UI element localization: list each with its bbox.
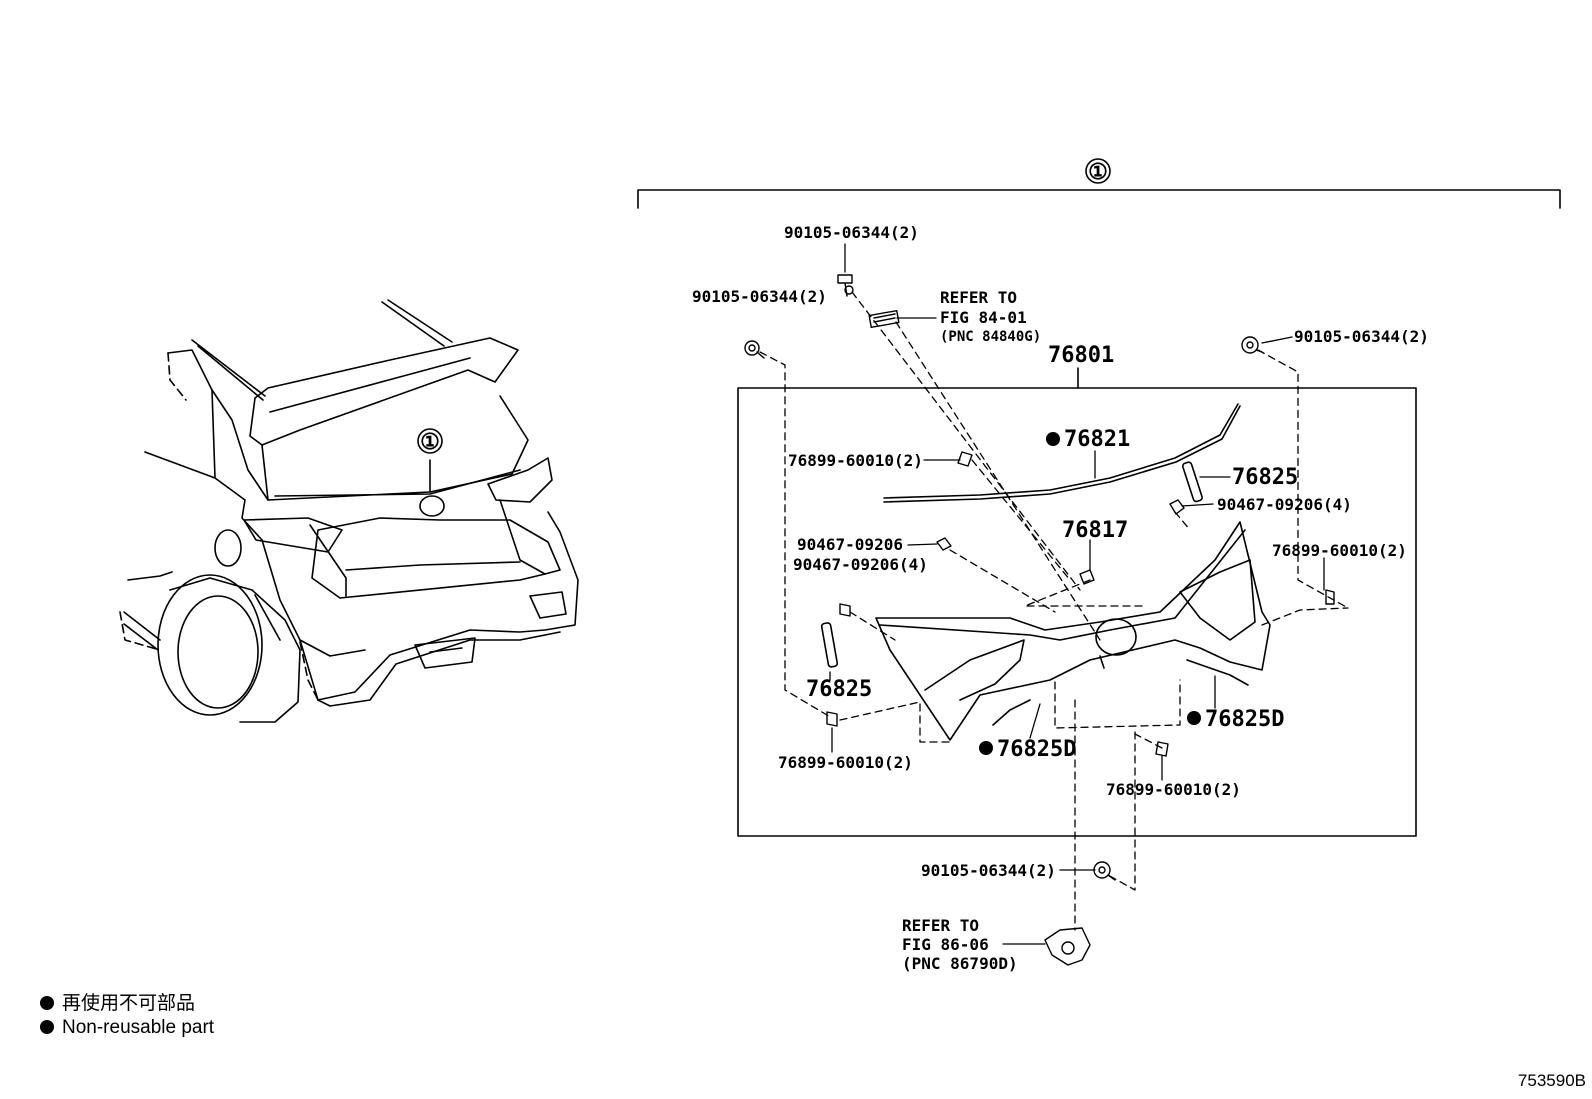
camera-icon bbox=[1044, 927, 1091, 966]
leader-lines bbox=[829, 243, 1325, 945]
clip-icon bbox=[1155, 741, 1169, 757]
label-part-76825-upper: 76825 bbox=[1232, 465, 1298, 490]
clip-icon bbox=[826, 711, 838, 727]
car-callout: ① bbox=[420, 430, 440, 455]
legend-ja-text: 再使用不可部品 bbox=[62, 993, 196, 1014]
clip-icon bbox=[1325, 589, 1335, 605]
non-reusable-markers bbox=[979, 432, 1201, 755]
non-reusable-dot bbox=[1187, 711, 1201, 725]
nut-icon bbox=[936, 537, 952, 551]
label-refer-top-1: REFER TO bbox=[940, 288, 1017, 307]
legend-en: Non-reusable part bbox=[40, 1016, 214, 1040]
figure-id: 753590B bbox=[1517, 1071, 1586, 1090]
label-refer-top-2: FIG 84-01 bbox=[940, 308, 1027, 327]
label-screw-left: 90105-06344(2) bbox=[692, 287, 827, 306]
label-clip-upper-left: 76899-60010(2) bbox=[788, 451, 923, 470]
label-clip-lower-left: 76899-60010(2) bbox=[778, 753, 913, 772]
bullet-icon bbox=[40, 996, 54, 1010]
label-clip-lower-right: 76899-60010(2) bbox=[1106, 780, 1241, 799]
label-refer-bottom-3: (PNC 86790D) bbox=[902, 954, 1018, 973]
seal-76825d-left bbox=[992, 699, 1031, 726]
screw-icon bbox=[837, 274, 854, 297]
label-nut-left-1: 90467-09206 bbox=[797, 535, 903, 554]
non-reusable-dot bbox=[979, 741, 993, 755]
bullet-icon bbox=[40, 1020, 54, 1034]
assembly-number: 76801 bbox=[1048, 343, 1114, 368]
weatherstrip-76821 bbox=[883, 403, 1239, 499]
label-screw-top: 90105-06344(2) bbox=[784, 223, 919, 242]
assembly-callout-circle bbox=[1085, 158, 1111, 184]
label-nut-left-2: 90467-09206(4) bbox=[793, 555, 928, 574]
label-screw-right: 90105-06344(2) bbox=[1294, 327, 1429, 346]
car-callout-circle bbox=[417, 428, 443, 454]
label-part-76821: 76821 bbox=[1064, 427, 1130, 452]
label-part-76825d-right: 76825D bbox=[1205, 707, 1284, 732]
legend-ja: 再使用不可部品 bbox=[40, 992, 195, 1016]
assembly-callout: ① bbox=[1088, 160, 1108, 185]
garnish-panel bbox=[875, 521, 1271, 741]
label-refer-bottom-1: REFER TO bbox=[902, 916, 979, 935]
legend-en-text: Non-reusable part bbox=[62, 1017, 215, 1038]
clip-icon bbox=[839, 603, 851, 617]
label-part-76825d-left: 76825D bbox=[997, 737, 1076, 762]
label-part-76817: 76817 bbox=[1062, 518, 1128, 543]
label-clip-right: 76899-60010(2) bbox=[1272, 541, 1407, 560]
tape-76825-lower bbox=[820, 622, 839, 668]
label-refer-bottom-2: FIG 86-06 bbox=[902, 935, 989, 954]
dashed-guides bbox=[759, 291, 1349, 931]
label-screw-bottom: 90105-06344(2) bbox=[921, 861, 1056, 880]
clip-icon bbox=[957, 451, 973, 467]
label-nut-4: 90467-09206(4) bbox=[1217, 495, 1352, 514]
tape-76825-upper bbox=[1181, 461, 1203, 503]
labels: ① ① 76801 90105-06344(2) 90105-06344(2) … bbox=[420, 160, 1429, 973]
grommet-icon bbox=[1079, 569, 1095, 585]
assembly-bracket bbox=[637, 189, 1561, 209]
seal-76825d-right bbox=[1186, 659, 1249, 686]
vehicle-rear-view bbox=[119, 299, 579, 723]
nut-icon bbox=[1169, 499, 1185, 515]
label-part-76825-lower: 76825 bbox=[806, 677, 872, 702]
label-refer-top-3: (PNC 84840G) bbox=[940, 329, 1041, 345]
screw-icon bbox=[744, 340, 765, 359]
non-reusable-dot bbox=[1046, 432, 1060, 446]
assembly-box bbox=[737, 387, 1417, 837]
connector-icon bbox=[868, 309, 900, 329]
